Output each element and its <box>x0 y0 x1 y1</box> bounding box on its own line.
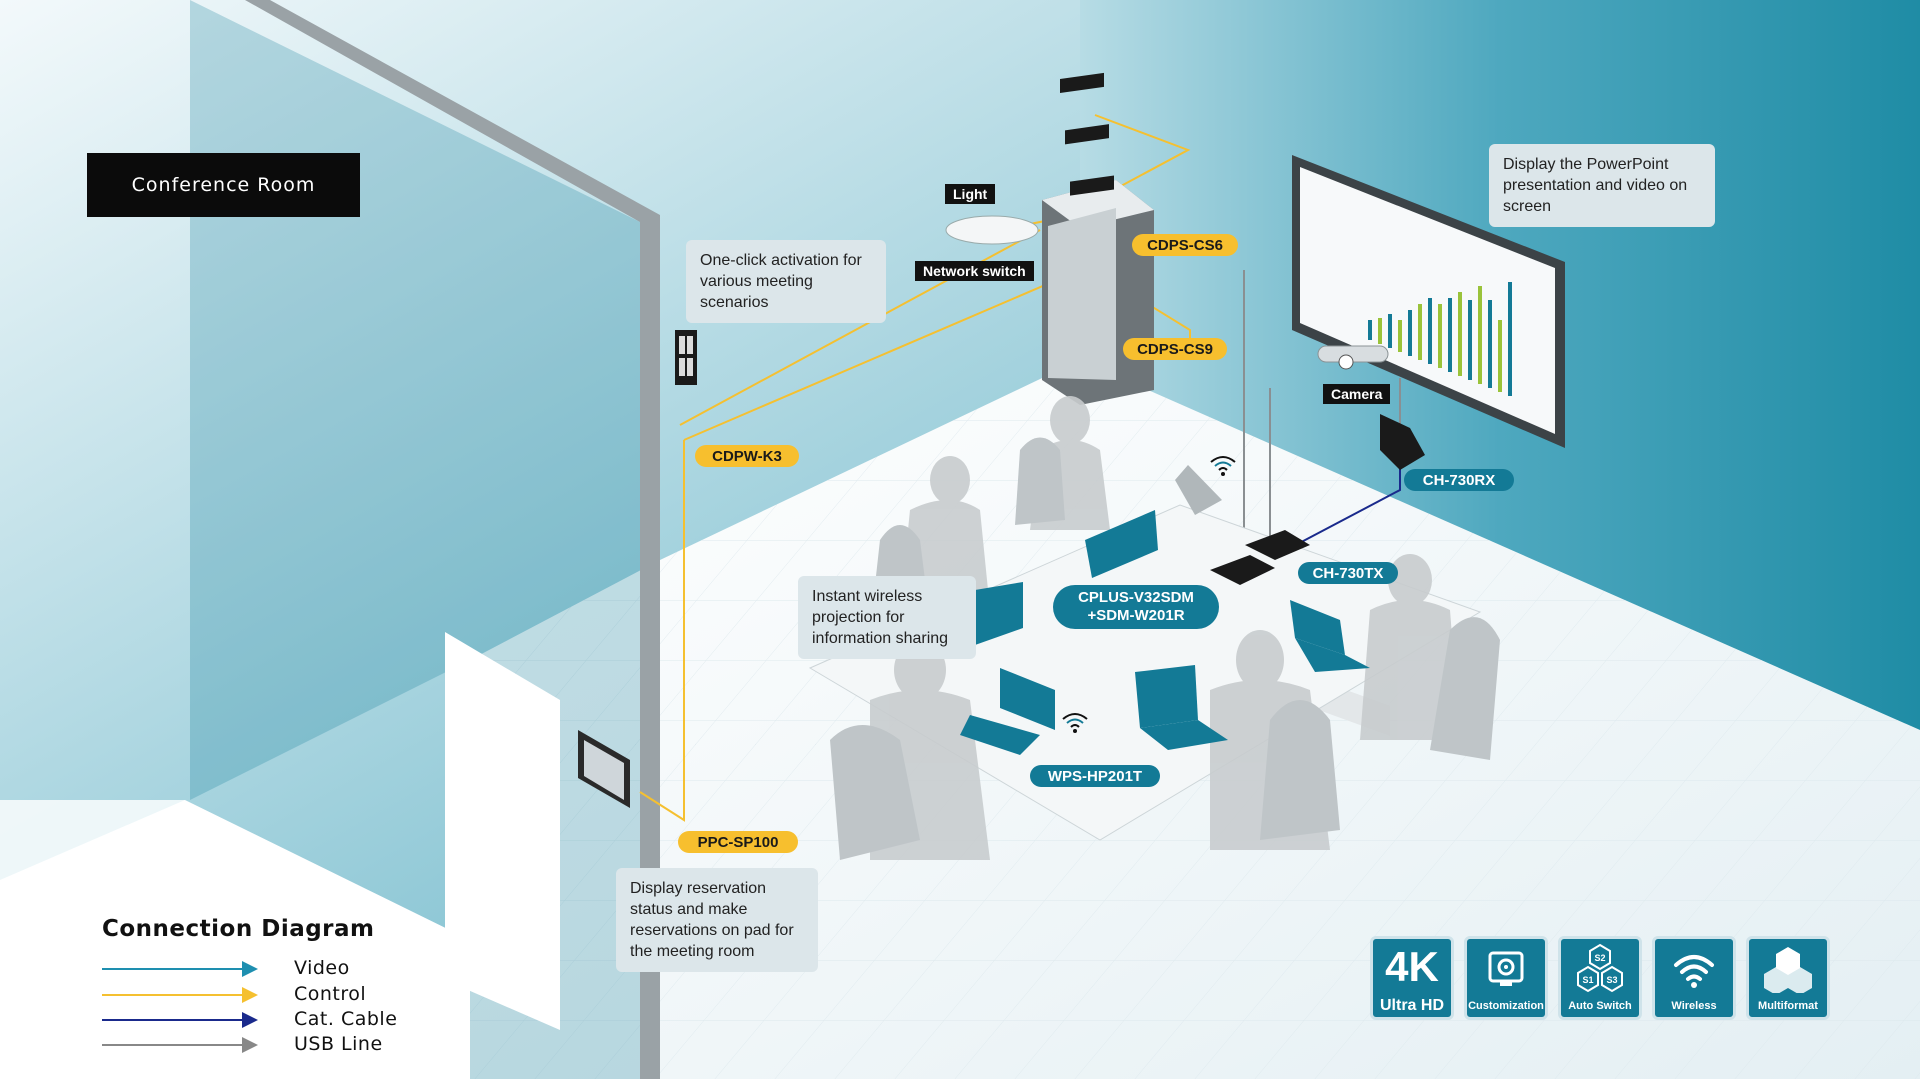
wifi-icon <box>1062 713 1088 733</box>
callout-one-click: One-click activation for various meeting… <box>686 240 886 323</box>
label-cplus-line2: +SDM-W201R <box>1087 607 1185 624</box>
tag-camera: Camera <box>1323 384 1391 404</box>
legend-label: Video <box>294 957 350 979</box>
feature-label: Customization <box>1468 1000 1544 1012</box>
label-wps-hp201t: WPS-HP201T <box>1030 765 1160 787</box>
legend-item: Video <box>102 957 402 981</box>
legend-item: Control <box>102 983 402 1007</box>
legend-item: USB Line <box>102 1033 402 1057</box>
callout-display-ppt: Display the PowerPoint presentation and … <box>1489 144 1715 227</box>
feature-multiformat: Multiformat <box>1746 936 1830 1020</box>
legend-label: Cat. Cable <box>294 1008 398 1030</box>
feature-customization: Customization <box>1464 936 1548 1020</box>
tag-network-switch: Network switch <box>915 261 1034 281</box>
feature-4k: 4K Ultra HD <box>1370 936 1454 1020</box>
feature-label: Multiformat <box>1758 1000 1818 1012</box>
wireless-icon <box>1674 955 1714 988</box>
label-ch-730tx: CH-730TX <box>1298 562 1398 584</box>
callout-wireless: Instant wireless projection for informat… <box>798 576 976 659</box>
auto-switch-s2: S2 <box>1594 953 1605 963</box>
feature-wireless: Wireless <box>1652 936 1736 1020</box>
auto-switch-icon: S2 S1 S3 <box>1577 943 1623 993</box>
tag-light: Light <box>945 184 996 204</box>
wifi-icon <box>1210 456 1236 476</box>
legend-arrow-icon <box>102 1012 258 1028</box>
label-cdps-cs6: CDPS-CS6 <box>1132 234 1238 256</box>
customization-icon <box>1488 951 1524 986</box>
room-title: Conference Room <box>87 153 360 217</box>
4k-ultra-hd-icon: 4K <box>1385 943 1439 990</box>
legend-arrow-icon <box>102 1037 258 1053</box>
label-cplus-line1: CPLUS-V32SDM <box>1078 589 1194 606</box>
legend-arrow-icon <box>102 987 258 1003</box>
feature-label: Auto Switch <box>1568 1000 1632 1012</box>
label-cdpw-k3: CDPW-K3 <box>695 445 799 467</box>
label-cplus-v32sdm: CPLUS-V32SDM +SDM-W201R <box>1053 585 1219 629</box>
feature-label: Ultra HD <box>1379 997 1444 1014</box>
auto-switch-s1: S1 <box>1582 975 1593 985</box>
callout-reservation: Display reservation status and make rese… <box>616 868 818 972</box>
legend-label: Control <box>294 983 367 1005</box>
label-ch-730rx: CH-730RX <box>1404 469 1514 491</box>
feature-label: Wireless <box>1671 1000 1717 1012</box>
legend-arrow-icon <box>102 961 258 977</box>
label-cdps-cs9: CDPS-CS9 <box>1123 338 1227 360</box>
label-ppc-sp100: PPC-SP100 <box>678 831 798 853</box>
legend-item: Cat. Cable <box>102 1008 402 1032</box>
auto-switch-s3: S3 <box>1606 975 1617 985</box>
legend-label: USB Line <box>294 1033 383 1055</box>
feature-auto-switch: S2 S1 S3 Auto Switch <box>1558 936 1642 1020</box>
legend-title: Connection Diagram <box>102 916 375 942</box>
multiformat-icon <box>1764 947 1812 993</box>
